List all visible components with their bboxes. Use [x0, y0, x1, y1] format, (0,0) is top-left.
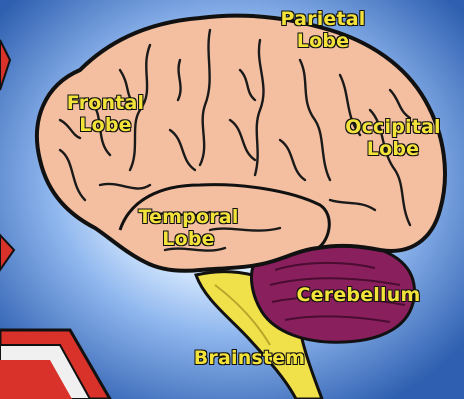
- label-brainstem-line1: Brainstem: [194, 347, 306, 369]
- label-parietal-lobe: Parietal Lobe: [268, 8, 378, 52]
- label-temporal-lobe: Temporal Lobe: [136, 206, 241, 250]
- label-brainstem: Brainstem: [192, 347, 307, 369]
- label-temporal-line2: Lobe: [162, 228, 214, 250]
- label-cerebellum: Cerebellum: [296, 284, 421, 306]
- label-parietal-line1: Parietal: [280, 8, 365, 30]
- label-frontal-line2: Lobe: [79, 114, 131, 136]
- label-temporal-line1: Temporal: [138, 206, 238, 228]
- label-cerebellum-line1: Cerebellum: [297, 284, 421, 306]
- label-occipital-line2: Lobe: [367, 138, 419, 160]
- label-parietal-line2: Lobe: [297, 30, 349, 52]
- label-frontal-lobe: Frontal Lobe: [58, 92, 153, 136]
- label-frontal-line1: Frontal: [67, 92, 145, 114]
- label-occipital-line1: Occipital: [345, 116, 441, 138]
- label-occipital-lobe: Occipital Lobe: [338, 116, 448, 160]
